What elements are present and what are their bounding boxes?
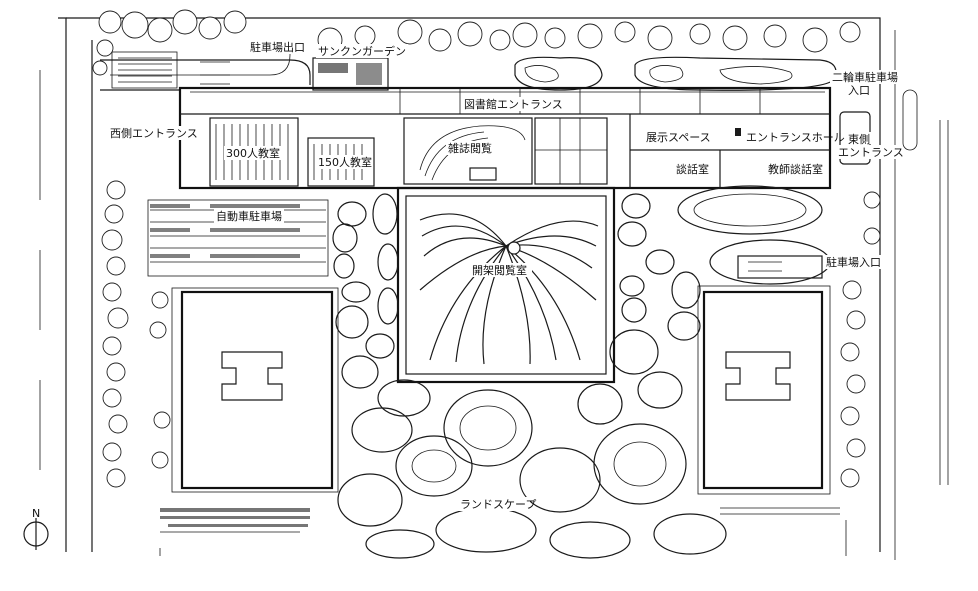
label-library-entrance: 図書館エントランス [464, 97, 563, 111]
tree-rows-side [101, 180, 881, 488]
east-block [697, 285, 831, 495]
label-room-300: 300人教室 [226, 146, 280, 160]
organic-planters [332, 185, 831, 559]
label-parking-exit: 駐車場出口 [250, 40, 305, 54]
label-west-entrance: 西側エントランス [110, 127, 198, 140]
label-faculty-talk-room: 教師談話室 [768, 162, 823, 176]
top-planters [514, 56, 837, 91]
east-parking-entrance [737, 255, 823, 279]
label-bicycle-parking: 二輪車駐車場 [832, 70, 898, 84]
exit-parking-area [111, 51, 230, 89]
label-magazine-reading: 雑誌閲覧 [448, 141, 492, 155]
plan-labels: 駐車場出口 サンクンガーデン 二輪車駐車場 入口 西側エントランス 図書館エント… [110, 40, 904, 511]
label-bicycle-entrance: 入口 [848, 84, 870, 97]
label-east-entrance-2: エントランス [838, 146, 904, 159]
label-parking-entrance: 駐車場入口 [826, 255, 881, 269]
label-parking-lot: 自動車駐車場 [216, 209, 282, 223]
tree-row-top [92, 9, 861, 76]
reading-room-swirl [419, 213, 599, 365]
site-roads [39, 17, 949, 560]
label-room-150: 150人教室 [318, 155, 372, 169]
label-entrance-hall: エントランスホール [746, 131, 845, 144]
label-sunken-garden: サンクンガーデン [318, 44, 406, 58]
label-exhibition-space: 展示スペース [646, 131, 711, 144]
west-block [171, 287, 339, 493]
label-landscape: ランドスケープ [460, 498, 536, 511]
label-open-reading-room: 開架閲覧室 [472, 263, 527, 277]
label-east-entrance-1: 東側 [848, 133, 870, 146]
label-talk-room: 談話室 [676, 162, 709, 176]
north-label: N [32, 507, 40, 520]
label-backgrounds [108, 40, 902, 511]
bottom-bands [159, 507, 847, 556]
north-arrow: N [23, 507, 49, 550]
open-reading-room [396, 186, 616, 384]
sunken-garden [312, 57, 389, 91]
